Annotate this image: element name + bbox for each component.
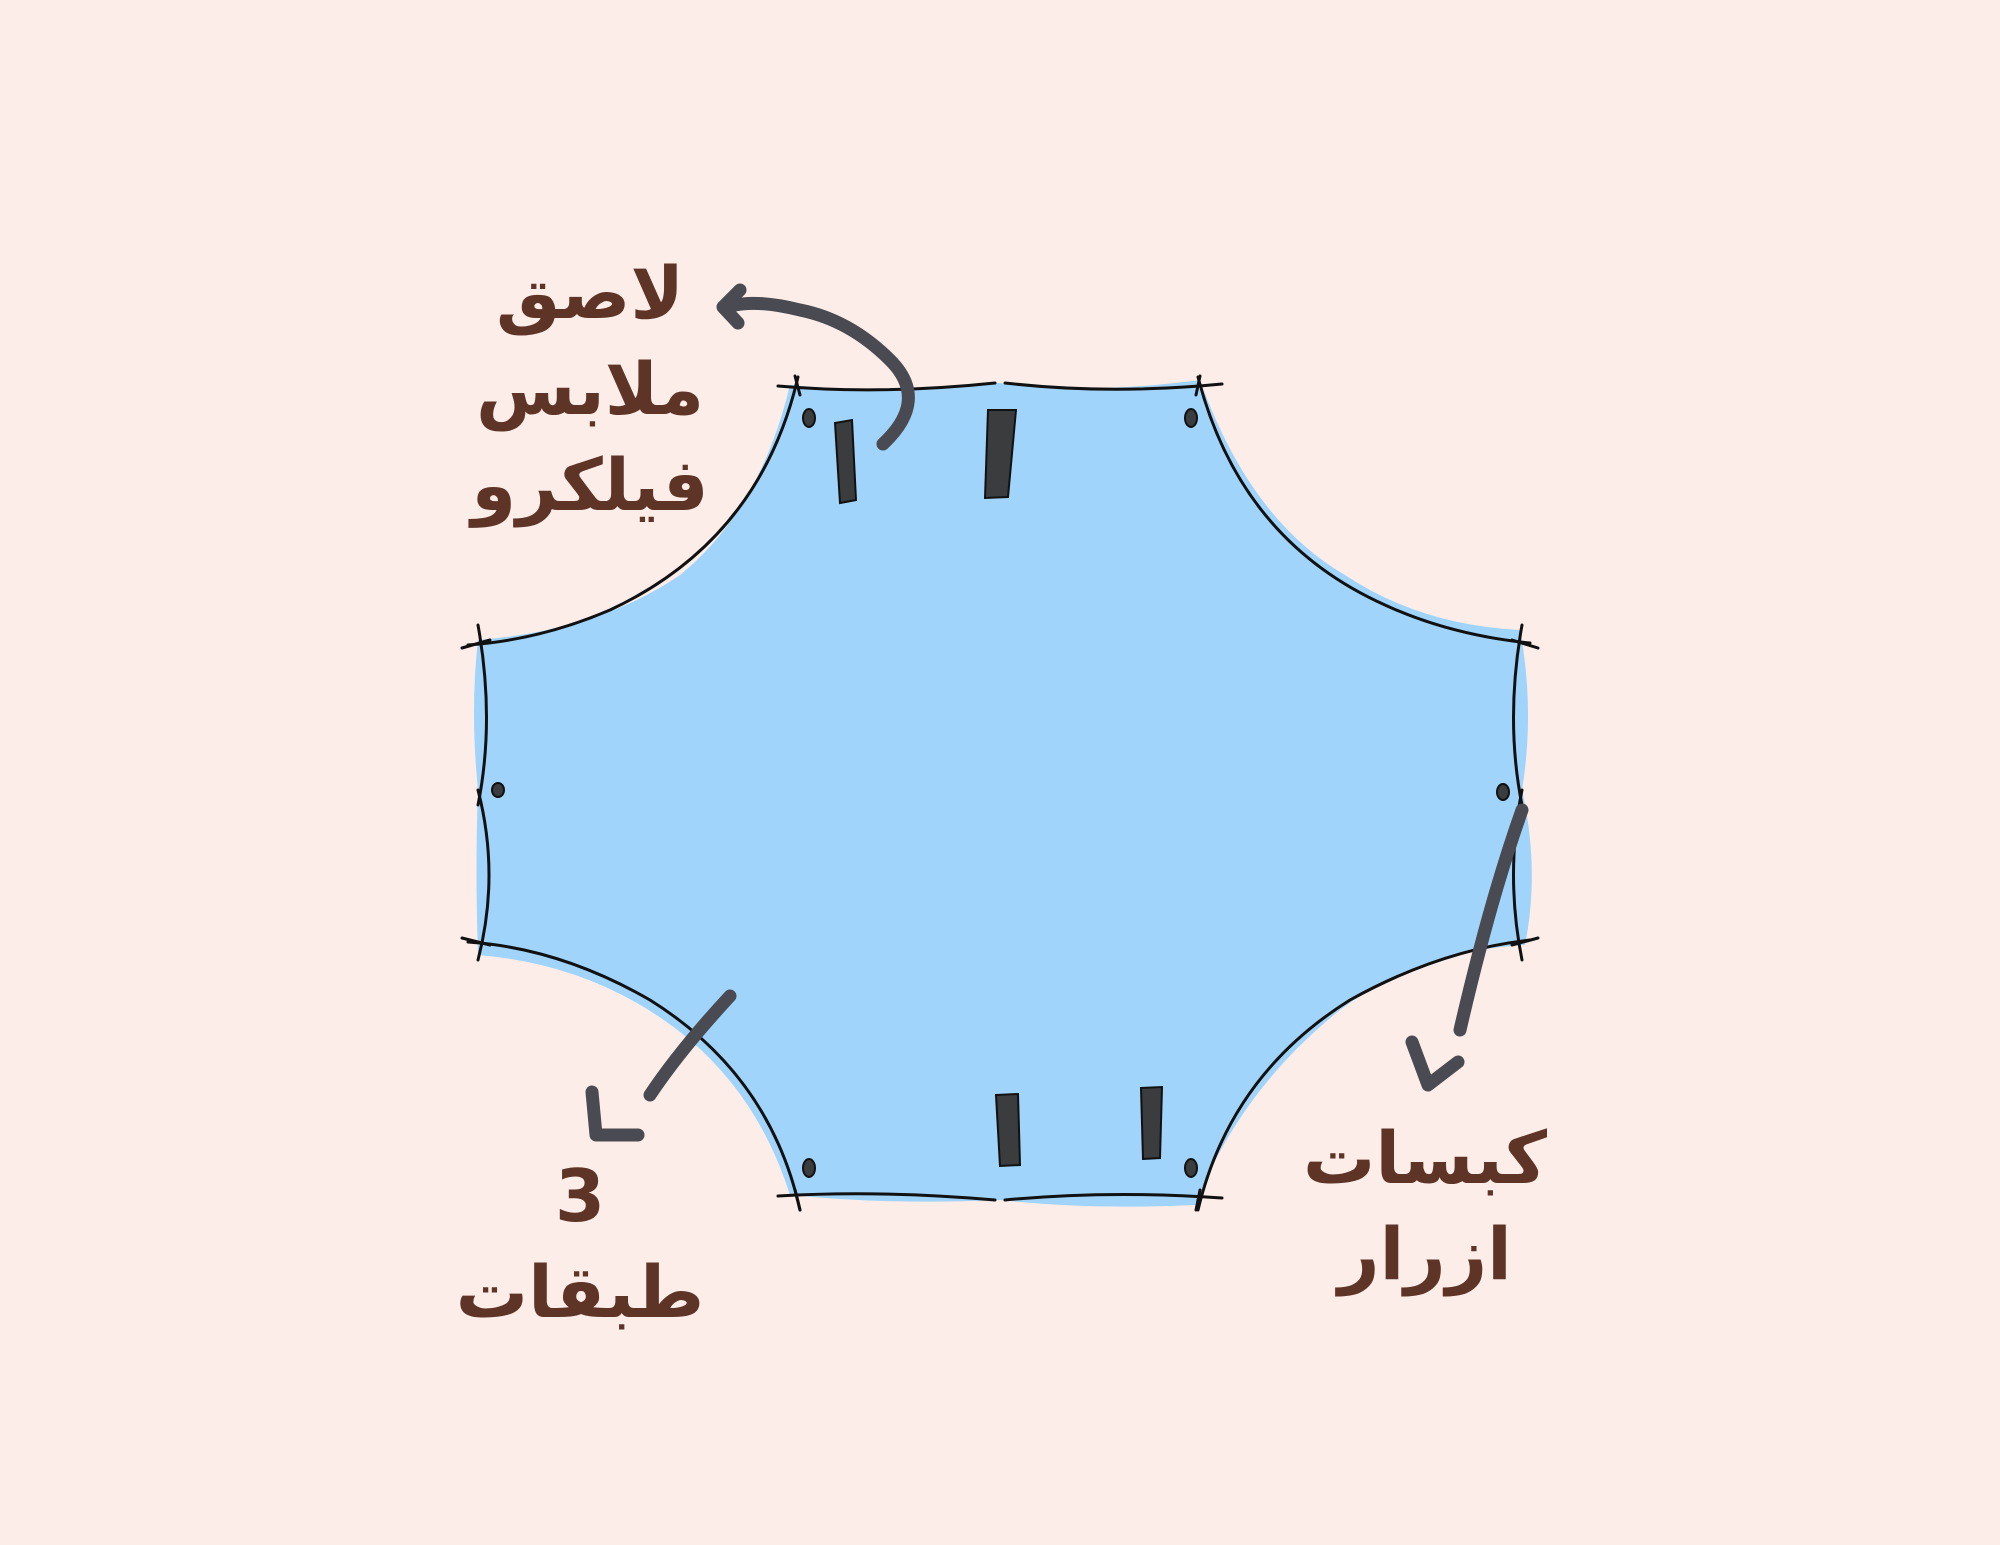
snap-buttons (491, 408, 1510, 1178)
label-layers-line2: طبقات (455, 1250, 705, 1334)
label-velcro-line1: لاصق (495, 251, 685, 335)
arrow-layers-head (585, 1085, 645, 1142)
label-snaps: كبسات ازرار (1300, 1110, 1550, 1302)
snap-top-right (1184, 408, 1198, 428)
label-layers: 3 طبقات (440, 1148, 720, 1340)
arrow-velcro (728, 296, 915, 451)
snap-bottom-left (802, 1158, 816, 1178)
velcro-strip-bottom-right (1139, 1085, 1164, 1161)
snap-bottom-right (1184, 1158, 1198, 1178)
snap-top-left (802, 408, 816, 428)
fabric-outline (460, 374, 1540, 1212)
velcro-strip-bottom-left (994, 1092, 1022, 1168)
arrow-snaps (1453, 803, 1529, 1037)
fabric-body (474, 380, 1532, 1207)
snap-left (491, 782, 505, 798)
label-velcro-line3: فيلكرو (471, 443, 709, 527)
arrow-snaps-head (1405, 1035, 1465, 1092)
snap-right (1496, 783, 1510, 801)
label-velcro: لاصق ملابس فيلكرو (460, 245, 720, 533)
arrow-layers (643, 989, 737, 1102)
arrow-velcro-head (716, 283, 747, 330)
velcro-strips (833, 409, 1164, 1168)
velcro-strip-top-right (983, 409, 1018, 500)
velcro-strip-top-left (833, 418, 858, 505)
label-velcro-line2: ملابس (475, 347, 705, 431)
label-snaps-line1: كبسات (1303, 1116, 1547, 1200)
label-layers-line1: 3 (554, 1154, 606, 1238)
label-snaps-line2: ازرار (1338, 1212, 1512, 1296)
arrows (585, 283, 1529, 1142)
